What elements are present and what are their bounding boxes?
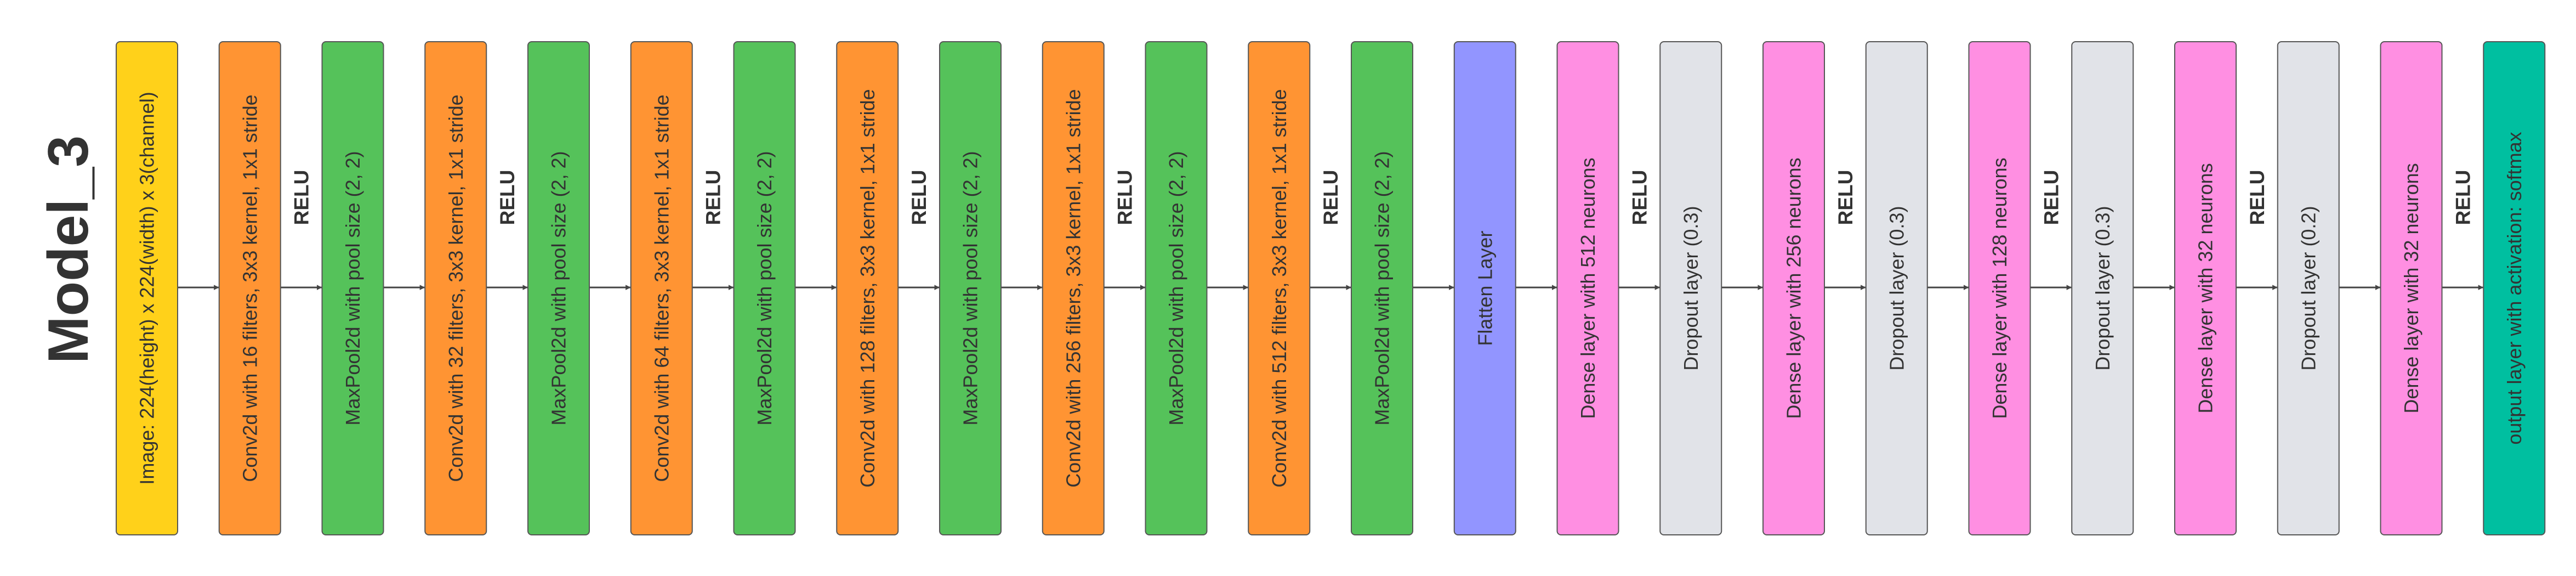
layer-box bbox=[1453, 41, 1516, 535]
layer-label: Conv2d with 128 filters, 3x3 kernel, 1x1… bbox=[856, 89, 879, 487]
layer-box bbox=[1042, 41, 1105, 535]
edge-label-relu: RELU bbox=[2246, 170, 2268, 225]
layer-label: Dense layer with 512 neurons bbox=[1577, 157, 1599, 419]
layer-box bbox=[2380, 41, 2443, 535]
edges-layer: RELU RELU RELU RELU RELU RELU RELU RELU RELU RELU… bbox=[178, 170, 2484, 290]
layer-label: Dropout layer (0.3) bbox=[1885, 206, 1908, 370]
edge-label-relu: RELU bbox=[1320, 170, 1342, 225]
layer-node-pool: MaxPool2d with pool size (2, 2) bbox=[1351, 41, 1413, 535]
layer-box bbox=[939, 41, 1002, 535]
layer-label: Dropout layer (0.3) bbox=[2091, 206, 2114, 370]
layer-label: Image: 224(height) x 224(width) x 3(chan… bbox=[136, 92, 158, 484]
layer-node-pool: MaxPool2d with pool size (2, 2) bbox=[527, 41, 590, 535]
layer-node-conv: Conv2d with 64 filters, 3x3 kernel, 1x1 … bbox=[630, 41, 693, 535]
layer-box bbox=[1968, 41, 2031, 535]
layer-box bbox=[1351, 41, 1413, 535]
layer-label: output layer with activation: softmax bbox=[2503, 132, 2526, 444]
layer-label: MaxPool2d with pool size (2, 2) bbox=[1371, 151, 1394, 425]
layer-box bbox=[1248, 41, 1311, 535]
layer-box bbox=[2071, 41, 2134, 535]
layer-label: Conv2d with 64 filters, 3x3 kernel, 1x1 … bbox=[650, 94, 673, 482]
layer-node-pool: MaxPool2d with pool size (2, 2) bbox=[1145, 41, 1208, 535]
layer-label: Conv2d with 32 filters, 3x3 kernel, 1x1 … bbox=[445, 94, 467, 482]
layer-label: MaxPool2d with pool size (2, 2) bbox=[1165, 151, 1187, 425]
layer-node-dense: Dense layer with 128 neurons bbox=[1968, 41, 2031, 535]
layer-box bbox=[218, 41, 281, 535]
layer-node-dense: Dense layer with 256 neurons bbox=[1762, 41, 1825, 535]
layer-node-conv: Conv2d with 32 filters, 3x3 kernel, 1x1 … bbox=[424, 41, 487, 535]
edge-label-relu: RELU bbox=[908, 170, 930, 225]
nodes-layer: Image: 224(height) x 224(width) x 3(chan… bbox=[116, 41, 2546, 535]
layer-label: Dense layer with 32 neurons bbox=[2194, 163, 2217, 413]
layer-label: MaxPool2d with pool size (2, 2) bbox=[548, 151, 570, 425]
layer-box bbox=[1865, 41, 1928, 535]
layer-box bbox=[321, 41, 384, 535]
layer-node-flatten: Flatten Layer bbox=[1453, 41, 1516, 535]
layer-label: Conv2d with 16 filters, 3x3 kernel, 1x1 … bbox=[238, 94, 261, 482]
layer-label: Flatten Layer bbox=[1474, 230, 1496, 346]
edge-label-relu: RELU bbox=[2452, 170, 2474, 225]
layer-box bbox=[630, 41, 693, 535]
layer-box bbox=[2483, 41, 2546, 535]
layer-box bbox=[2277, 41, 2340, 535]
layer-box bbox=[1762, 41, 1825, 535]
layer-node-input: Image: 224(height) x 224(width) x 3(chan… bbox=[116, 41, 178, 535]
layer-box bbox=[116, 41, 178, 535]
layer-node-conv: Conv2d with 256 filters, 3x3 kernel, 1x1… bbox=[1042, 41, 1105, 535]
edge-label-relu: RELU bbox=[1628, 170, 1651, 225]
layer-box bbox=[733, 41, 796, 535]
layer-node-pool: MaxPool2d with pool size (2, 2) bbox=[939, 41, 1002, 535]
layer-node-dense: Dense layer with 32 neurons bbox=[2380, 41, 2443, 535]
layer-label: Dropout layer (0.3) bbox=[1680, 206, 1702, 370]
layer-box bbox=[1659, 41, 1722, 535]
layer-label: Conv2d with 512 filters, 3x3 kernel, 1x1… bbox=[1268, 89, 1290, 487]
layer-label: MaxPool2d with pool size (2, 2) bbox=[753, 151, 776, 425]
layer-node-dropout: Dropout layer (0.3) bbox=[1865, 41, 1928, 535]
layer-node-output: output layer with activation: softmax bbox=[2483, 41, 2546, 535]
edge-label-relu: RELU bbox=[291, 170, 313, 225]
layer-box bbox=[1556, 41, 1619, 535]
layer-node-dropout: Dropout layer (0.3) bbox=[2071, 41, 2134, 535]
layer-node-dense: Dense layer with 512 neurons bbox=[1556, 41, 1619, 535]
layer-label: Dense layer with 128 neurons bbox=[1988, 157, 2011, 419]
layer-box bbox=[836, 41, 899, 535]
edge-label-relu: RELU bbox=[496, 170, 519, 225]
layer-node-conv: Conv2d with 512 filters, 3x3 kernel, 1x1… bbox=[1248, 41, 1311, 535]
edge-label-relu: RELU bbox=[702, 170, 725, 225]
layer-box bbox=[1145, 41, 1208, 535]
layer-node-dropout: Dropout layer (0.3) bbox=[1659, 41, 1722, 535]
edge-label-relu: RELU bbox=[1114, 170, 1136, 225]
layer-node-conv: Conv2d with 128 filters, 3x3 kernel, 1x1… bbox=[836, 41, 899, 535]
edge-label-relu: RELU bbox=[1834, 170, 1857, 225]
layer-node-pool: MaxPool2d with pool size (2, 2) bbox=[321, 41, 384, 535]
layer-node-dense: Dense layer with 32 neurons bbox=[2174, 41, 2237, 535]
layer-box bbox=[424, 41, 487, 535]
layer-node-conv: Conv2d with 16 filters, 3x3 kernel, 1x1 … bbox=[218, 41, 281, 535]
layer-label: Dense layer with 32 neurons bbox=[2400, 163, 2423, 413]
layer-node-dropout: Dropout layer (0.2) bbox=[2277, 41, 2340, 535]
diagram-title: Model_3 bbox=[37, 135, 100, 364]
layer-label: MaxPool2d with pool size (2, 2) bbox=[342, 151, 364, 425]
edge-label-relu: RELU bbox=[2040, 170, 2062, 225]
layer-node-pool: MaxPool2d with pool size (2, 2) bbox=[733, 41, 796, 535]
layer-label: Dense layer with 256 neurons bbox=[1783, 157, 1805, 419]
layer-box bbox=[527, 41, 590, 535]
layer-label: Dropout layer (0.2) bbox=[2297, 206, 2319, 370]
layer-label: Conv2d with 256 filters, 3x3 kernel, 1x1… bbox=[1062, 89, 1084, 487]
layer-box bbox=[2174, 41, 2237, 535]
layer-label: MaxPool2d with pool size (2, 2) bbox=[959, 151, 982, 425]
